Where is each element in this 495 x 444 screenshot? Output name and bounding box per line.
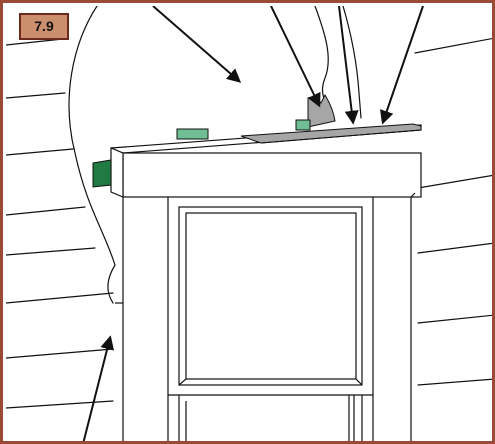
housewrap-edge: [68, 6, 116, 266]
right-siding: [414, 37, 492, 386]
callout-arrow-3: [338, 6, 359, 125]
callout-arrow-5: [82, 335, 115, 441]
housewrap-tab: [307, 93, 336, 128]
figure-number-label: 7.9: [34, 18, 54, 34]
right-side-casing: [372, 192, 416, 441]
green-tab-side: [92, 159, 112, 188]
figure-number-badge: 7.9: [19, 13, 69, 40]
callout-arrow-2: [270, 6, 321, 108]
green-tab-center: [295, 119, 311, 131]
left-siding: [6, 38, 114, 409]
left-side-casing: [115, 197, 169, 441]
housewrap-flap: [314, 6, 332, 109]
head-flashing: [240, 123, 422, 144]
window-flashing-illustration: [6, 6, 492, 441]
housewrap-lower-edge: [107, 264, 116, 304]
callout-arrow-4: [380, 6, 424, 125]
green-tab-left: [176, 128, 209, 140]
callout-arrow-1: [152, 6, 242, 83]
window-upper-sash: [178, 206, 363, 386]
window-lower-sash: [168, 394, 373, 441]
